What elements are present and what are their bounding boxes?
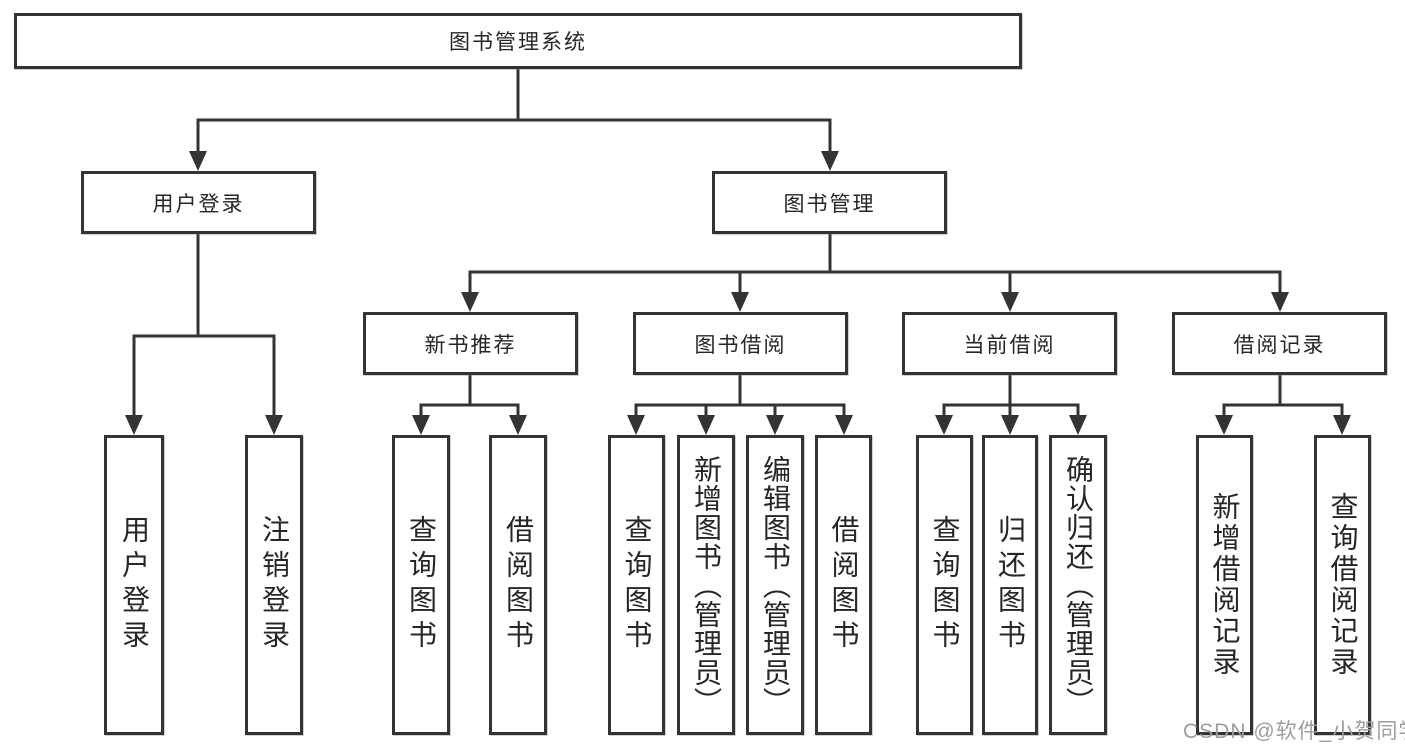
leaf-query-borrow-record-label: 查询借阅记录 [1327, 492, 1359, 678]
arrowheads-leaves [125, 415, 1351, 435]
leaf-borrow-books-recommend-label: 借阅图书 [503, 515, 534, 655]
leaf-logout-login: 注销登录 [245, 435, 303, 735]
leaf-query-books-borrowing: 查询图书 [608, 435, 665, 735]
leaf-add-books-admin: 新增图书（管理员） [677, 435, 735, 735]
leaf-query-books-borrowing-label: 查询图书 [621, 515, 653, 655]
connector-current-borrowing [942, 373, 1080, 417]
leaf-return-books: 归还图书 [982, 435, 1038, 735]
leaf-user-login-label: 用户登录 [119, 515, 150, 655]
leaf-user-login: 用户登录 [104, 435, 164, 735]
connector-root [196, 67, 832, 153]
leaf-edit-books-admin-label: 编辑图书（管理员） [760, 454, 791, 716]
connector-book-borrowing [634, 373, 846, 417]
leaf-logout-login-label: 注销登录 [259, 515, 290, 655]
leaf-add-borrow-record-label: 新增借阅记录 [1209, 492, 1241, 678]
arrowheads-level2 [189, 151, 839, 171]
leaf-query-books-recommend: 查询图书 [392, 435, 450, 735]
leaf-borrow-books-borrowing-label: 借阅图书 [828, 515, 860, 655]
leaf-confirm-return-admin-label: 确认归还（管理员） [1063, 454, 1094, 716]
node-book-borrowing: 图书借阅 [633, 312, 848, 375]
arrowheads-level3 [461, 292, 1289, 312]
node-user-login: 用户登录 [81, 171, 316, 234]
leaf-borrow-books-recommend: 借阅图书 [489, 435, 547, 735]
leaf-add-books-admin-label: 新增图书（管理员） [691, 454, 722, 716]
leaf-confirm-return-admin: 确认归还（管理员） [1049, 435, 1107, 735]
connector-book-management [468, 232, 1282, 294]
node-current-borrowing: 当前借阅 [902, 312, 1117, 375]
leaf-query-books-current: 查询图书 [916, 435, 973, 735]
leaf-return-books-label: 归还图书 [995, 515, 1026, 655]
node-borrowing-records: 借阅记录 [1172, 312, 1387, 375]
csdn-watermark: CSDN @软件_小贺同学 [1183, 720, 1405, 743]
node-book-management: 图书管理 [712, 171, 947, 234]
leaf-query-borrow-record: 查询借阅记录 [1314, 435, 1371, 735]
node-new-book-recommend: 新书推荐 [363, 312, 578, 375]
node-library-system: 图书管理系统 [14, 13, 1022, 69]
leaf-borrow-books-borrowing: 借阅图书 [815, 435, 872, 735]
connector-borrowing-records [1222, 373, 1344, 417]
leaf-edit-books-admin: 编辑图书（管理员） [746, 435, 804, 735]
leaf-query-books-recommend-label: 查询图书 [406, 515, 437, 655]
connector-user-login [132, 232, 276, 417]
leaf-query-books-current-label: 查询图书 [929, 515, 961, 655]
leaf-add-borrow-record: 新增借阅记录 [1196, 435, 1253, 735]
connector-new-book-recommend [419, 373, 520, 417]
